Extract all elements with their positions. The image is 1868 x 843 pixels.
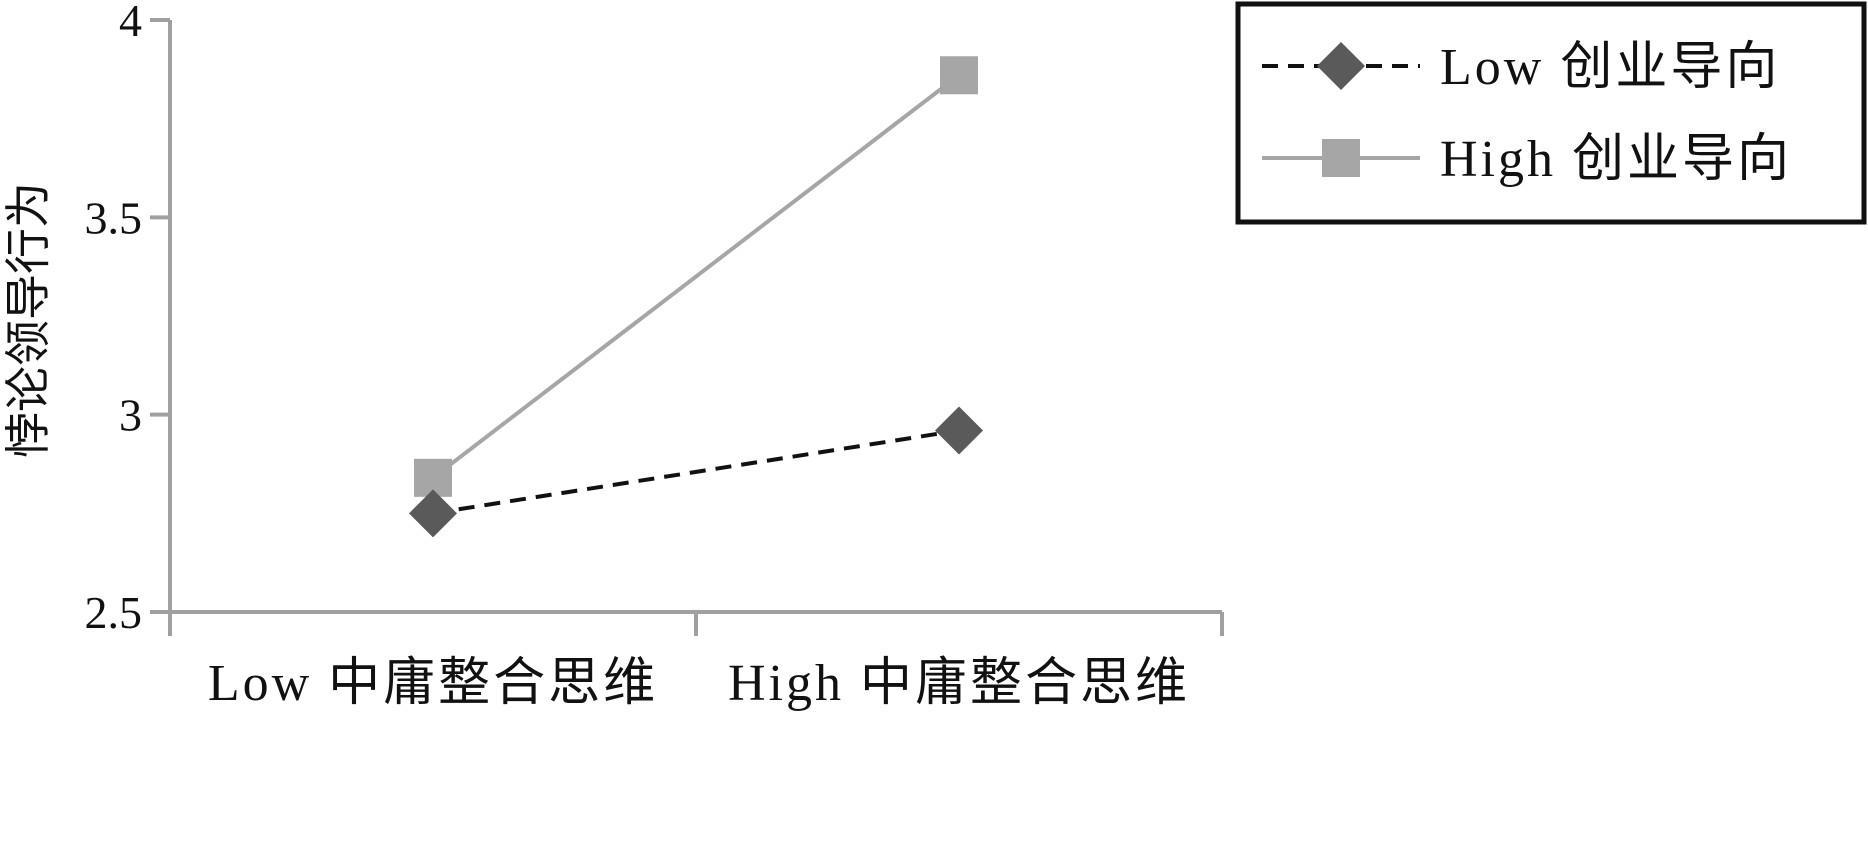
y-tick-label: 4 <box>119 0 142 46</box>
data-point <box>409 489 457 538</box>
x-category-label: Low 中庸整合思维 <box>208 655 658 712</box>
legend-item: High 创业导向 <box>1262 131 1792 188</box>
data-point <box>940 56 978 95</box>
legend-item: Low 创业导向 <box>1262 39 1780 96</box>
y-tick-label: 3.5 <box>85 192 143 243</box>
legend-label: Low 创业导向 <box>1440 39 1780 96</box>
series-low <box>409 406 983 538</box>
y-axis-title: 悖论领导行为 <box>1 182 55 458</box>
data-point <box>935 406 983 455</box>
legend-marker <box>1322 139 1360 177</box>
legend-box <box>1235 1 1867 225</box>
x-category-label: High 中庸整合思维 <box>728 655 1190 712</box>
series-high <box>414 56 978 497</box>
series-line <box>431 73 961 480</box>
legend: Low 创业导向 High 创业导向 <box>1235 1 1867 225</box>
y-tick-label: 2.5 <box>85 587 143 638</box>
legend-label: High 创业导向 <box>1440 131 1792 188</box>
y-tick-label: 3 <box>119 390 142 441</box>
series-layer <box>409 56 983 538</box>
series-line <box>432 428 960 516</box>
legend-marker <box>1317 42 1365 90</box>
